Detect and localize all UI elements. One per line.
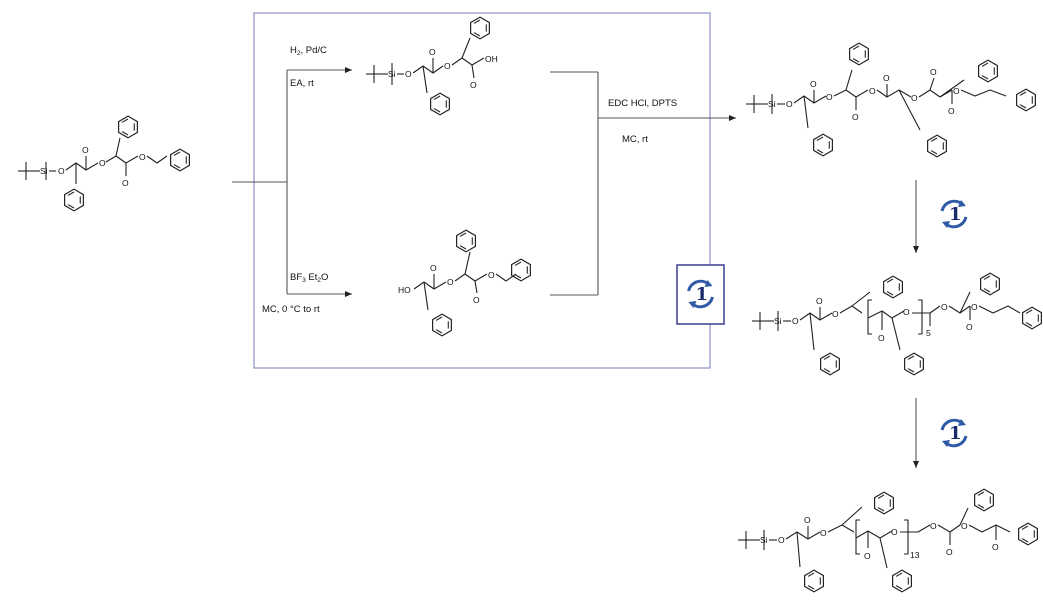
- o-atom: O: [488, 270, 495, 280]
- o-atom: O: [82, 145, 89, 155]
- repeat-count: 13: [910, 550, 920, 560]
- starting-material-structure: Si O O O O O: [17, 115, 190, 212]
- o-atom: O: [778, 535, 785, 545]
- reagent-label: BF3 Et2O: [290, 272, 328, 284]
- oh-group: OH: [485, 54, 498, 64]
- cycle-number: 1: [949, 204, 962, 225]
- o-atom: O: [953, 86, 960, 96]
- o-atom: O: [804, 515, 811, 525]
- o-atom: O: [946, 547, 953, 557]
- o-atom: O: [470, 80, 477, 90]
- product-oligomer-n13-structure: Si O O O O O 13 O O O O: [737, 488, 1038, 593]
- o-atom: O: [139, 152, 146, 162]
- o-atom: O: [792, 316, 799, 326]
- cycle-box: [676, 264, 725, 325]
- o-atom: O: [878, 333, 885, 343]
- o-atom: O: [447, 277, 454, 287]
- o-atom: O: [473, 295, 480, 305]
- o-atom: O: [58, 166, 65, 176]
- o-atom: O: [883, 73, 890, 83]
- product-tetramer-structure: Si O O O O O O O O O O: [745, 42, 1036, 158]
- o-atom: O: [99, 158, 106, 168]
- o-atom: O: [930, 521, 937, 531]
- coupling-solvent-label: MC, rt: [622, 134, 648, 145]
- cycle-number: 1: [696, 284, 709, 305]
- product-oligomer-n5-structure: Si O O O O O 5 O O O O: [751, 272, 1042, 376]
- o-atom: O: [941, 302, 948, 312]
- o-atom: O: [948, 106, 955, 116]
- o-atom: O: [820, 528, 827, 538]
- o-atom: O: [816, 296, 823, 306]
- o-atom: O: [864, 551, 871, 561]
- o-atom: O: [405, 69, 412, 79]
- alcohol-intermediate-structure: HO O O O O: [398, 229, 531, 337]
- o-atom: O: [971, 302, 978, 312]
- o-atom: O: [903, 307, 910, 317]
- o-atom: O: [429, 47, 436, 57]
- reagent-label: H2, Pd/C: [290, 45, 327, 57]
- solvent-label: MC, 0 °C to rt: [262, 304, 320, 315]
- repeat-count: 5: [926, 328, 931, 338]
- si-atom: Si: [40, 166, 48, 176]
- o-atom: O: [430, 263, 437, 273]
- cycle-icon: 1: [940, 418, 968, 448]
- o-atom: O: [911, 93, 918, 103]
- o-atom: O: [869, 86, 876, 96]
- o-atom: O: [810, 79, 817, 89]
- o-atom: O: [966, 322, 973, 332]
- solvent-label: EA, rt: [290, 78, 314, 89]
- o-atom: O: [961, 521, 968, 531]
- o-atom: O: [826, 92, 833, 102]
- reaction-box: [253, 12, 711, 369]
- cycle-icon: 1: [687, 279, 714, 309]
- o-atom: O: [852, 112, 859, 122]
- o-atom: O: [930, 67, 937, 77]
- cycle-icon: 1: [940, 199, 968, 229]
- acid-intermediate-structure: Si O O O O OH: [365, 16, 498, 116]
- o-atom: O: [122, 178, 129, 188]
- coupling-reagent-label: EDC HCl, DPTS: [608, 98, 677, 109]
- o-atom: O: [444, 61, 451, 71]
- o-atom: O: [891, 527, 898, 537]
- o-atom: O: [992, 542, 999, 552]
- o-atom: O: [832, 309, 839, 319]
- o-atom: O: [786, 99, 793, 109]
- cycle-number: 1: [949, 423, 962, 444]
- ho-group: HO: [398, 285, 411, 295]
